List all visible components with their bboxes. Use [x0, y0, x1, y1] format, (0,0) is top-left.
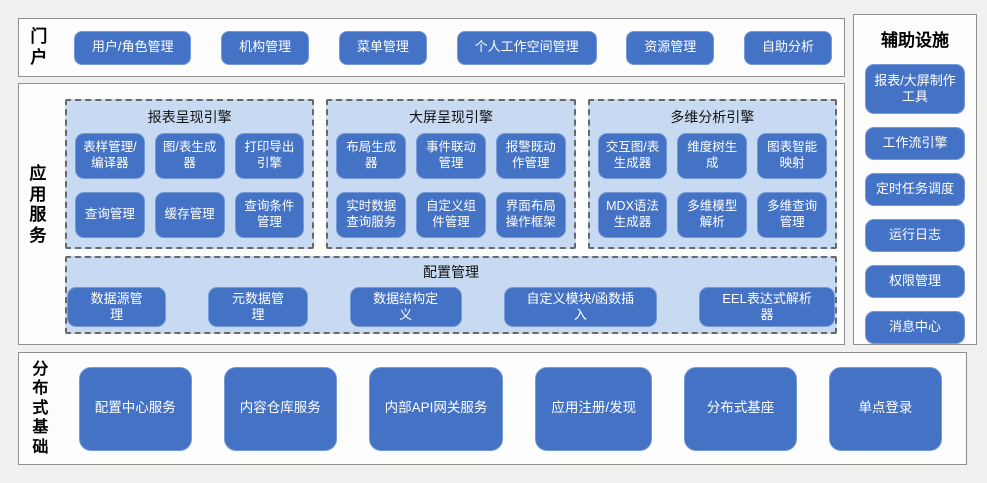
auxiliary-button[interactable]: 运行日志: [865, 219, 965, 252]
module-button[interactable]: 缓存管理: [154, 192, 225, 238]
module-button[interactable]: 事件联动管理: [416, 133, 486, 179]
service-button[interactable]: 内容仓库服务: [223, 366, 337, 451]
distributed-base-section: 分布式基础 配置中心服务内容仓库服务内部API网关服务应用注册/发现分布式基座单…: [18, 352, 967, 465]
group-buttons: 布局生成器事件联动管理报警既动作管理实时数据查询服务自定义组件管理界面布局操作框…: [335, 133, 566, 238]
module-button[interactable]: EEL表达式解析器: [699, 287, 835, 327]
portal-label: 门户: [30, 26, 48, 67]
config-buttons: 数据源管理 元数据管理 数据结构定义 自定义模块/函数插入 EEL表达式解析器: [67, 287, 835, 327]
engine-groups-row: 报表呈现引擎 表样管理/编译器图/表生成器打印导出引擎查询管理缓存管理查询条件管…: [65, 99, 837, 249]
module-button[interactable]: 报警既动作管理: [495, 133, 566, 179]
portal-button[interactable]: 自助分析: [743, 30, 832, 65]
group-olap-engine: 多维分析引擎 交互图/表生成器维度树生成图表智能映射 MDX语法生成器多维模型解析…: [587, 99, 837, 249]
auxiliary-button[interactable]: 定时任务调度: [865, 173, 965, 206]
module-button[interactable]: 图表智能映射: [757, 133, 827, 179]
group-title: 报表呈现引擎: [147, 109, 232, 125]
auxiliary-button[interactable]: 工作流引擎: [865, 127, 965, 160]
module-button[interactable]: 多维查询管理: [757, 192, 827, 238]
module-button[interactable]: 自定义组件管理: [416, 192, 486, 238]
service-button[interactable]: 分布式基座: [684, 366, 798, 451]
auxiliary-title: 辅助设施: [881, 31, 949, 50]
service-button[interactable]: 单点登录: [828, 366, 942, 451]
service-button[interactable]: 内部API网关服务: [368, 366, 504, 451]
module-button[interactable]: 数据结构定义: [349, 287, 462, 327]
module-button[interactable]: MDX语法生成器: [597, 192, 668, 238]
group-buttons: 表样管理/编译器图/表生成器打印导出引擎查询管理缓存管理查询条件管理: [74, 133, 305, 238]
service-button[interactable]: 应用注册/发现: [535, 366, 653, 451]
group-report-engine: 报表呈现引擎 表样管理/编译器图/表生成器打印导出引擎查询管理缓存管理查询条件管…: [65, 99, 315, 249]
module-button[interactable]: 表样管理/编译器: [75, 133, 145, 179]
portal-section: 门户 用户/角色管理机构管理菜单管理个人工作空间管理资源管理自助分析: [18, 18, 845, 77]
auxiliary-section: 辅助设施 报表/大屏制作工具工作流引擎定时任务调度运行日志权限管理消息中心: [853, 14, 977, 345]
portal-button[interactable]: 机构管理: [221, 30, 310, 65]
module-button[interactable]: 图/表生成器: [154, 133, 225, 179]
group-title: 配置管理: [423, 264, 479, 280]
auxiliary-buttons: 报表/大屏制作工具工作流引擎定时任务调度运行日志权限管理消息中心: [854, 64, 976, 344]
portal-button[interactable]: 用户/角色管理: [73, 30, 192, 65]
auxiliary-button[interactable]: 报表/大屏制作工具: [865, 64, 965, 114]
distributed-base-buttons: 配置中心服务内容仓库服务内部API网关服务应用注册/发现分布式基座单点登录: [49, 366, 966, 451]
portal-button[interactable]: 菜单管理: [338, 30, 427, 65]
service-button[interactable]: 配置中心服务: [78, 366, 192, 451]
group-config-management: 配置管理 数据源管理 元数据管理 数据结构定义 自定义模块/函数插入 EEL表达式解析器: [65, 256, 837, 334]
portal-buttons: 用户/角色管理机构管理菜单管理个人工作空间管理资源管理自助分析: [48, 30, 844, 65]
module-button[interactable]: 多维模型解析: [677, 192, 748, 238]
module-button[interactable]: 维度树生成: [677, 133, 748, 179]
module-button[interactable]: 实时数据查询服务: [336, 192, 407, 238]
distributed-base-label: 分布式基础: [32, 360, 49, 456]
module-button[interactable]: 查询管理: [75, 192, 145, 238]
portal-button[interactable]: 个人工作空间管理: [456, 30, 597, 65]
module-button[interactable]: 自定义模块/函数插入: [503, 287, 658, 327]
module-button[interactable]: 交互图/表生成器: [597, 133, 668, 179]
group-title: 多维分析引擎: [670, 109, 755, 125]
group-dashboard-engine: 大屏呈现引擎 布局生成器事件联动管理报警既动作管理实时数据查询服务自定义组件管理…: [326, 99, 576, 249]
module-button[interactable]: 布局生成器: [336, 133, 407, 179]
module-button[interactable]: 查询条件管理: [234, 192, 305, 238]
app-services-label: 应用服务: [29, 164, 47, 246]
auxiliary-button[interactable]: 权限管理: [865, 265, 965, 298]
auxiliary-button[interactable]: 消息中心: [865, 311, 965, 344]
module-button[interactable]: 数据源管理: [67, 287, 167, 327]
group-buttons: 交互图/表生成器维度树生成图表智能映射 MDX语法生成器多维模型解析多维查询管理: [597, 133, 828, 238]
group-title: 大屏呈现引擎: [408, 109, 493, 125]
app-services-section: 应用服务 报表呈现引擎 表样管理/编译器图/表生成器打印导出引擎查询管理缓存管理…: [18, 83, 845, 345]
module-button[interactable]: 元数据管理: [208, 287, 308, 327]
portal-button[interactable]: 资源管理: [626, 30, 715, 65]
module-button[interactable]: 打印导出引擎: [234, 133, 305, 179]
module-button[interactable]: 界面布局操作框架: [495, 192, 566, 238]
